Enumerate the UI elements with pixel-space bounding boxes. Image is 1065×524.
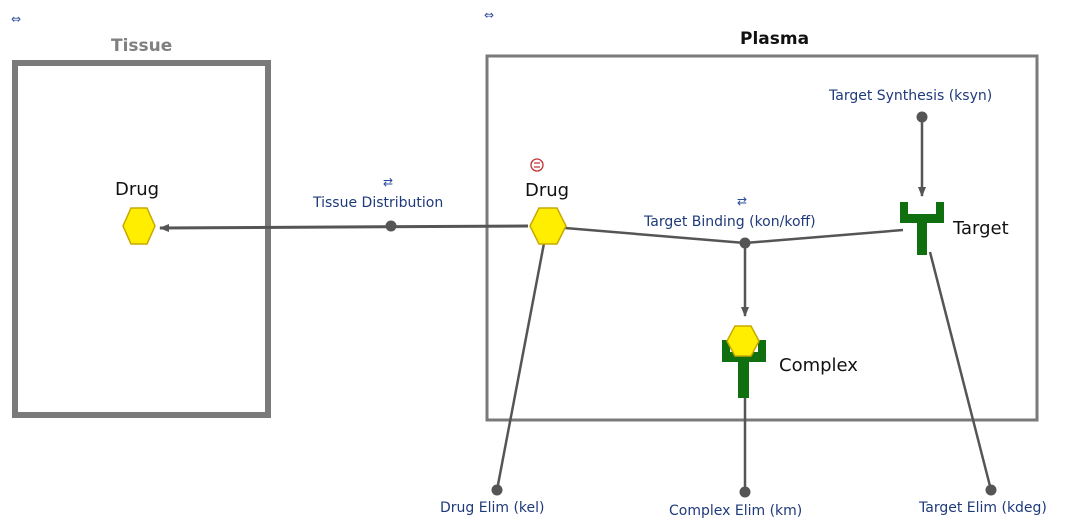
tissue-distribution-reversible-icon: ⇄: [383, 175, 394, 189]
complex-elim-label: Complex Elim (km): [669, 503, 803, 519]
target-to-binding-line: [744, 228, 904, 245]
drug-elim-line: [495, 237, 547, 491]
complex-label: Complex: [779, 355, 858, 376]
target-synthesis-node[interactable]: [916, 111, 928, 123]
dose-icon[interactable]: [530, 158, 544, 172]
target-elim-line: [928, 251, 993, 491]
drug-elim-label: Drug Elim (kel): [440, 500, 545, 516]
tissue-link-icon[interactable]: ⇔: [11, 12, 22, 26]
complex-receptor-icon[interactable]: [722, 340, 766, 398]
target-label: Target: [953, 218, 1009, 239]
target-elim-node[interactable]: [985, 484, 997, 496]
target-elim-label: Target Elim (kdeg): [919, 500, 1047, 516]
tissue-compartment[interactable]: [12, 60, 271, 418]
plasma-drug-icon[interactable]: [529, 207, 567, 245]
target-binding-label: Target Binding (kon/koff): [644, 214, 816, 230]
tissue-drug-label: Drug: [115, 179, 160, 200]
tissue-drug-icon[interactable]: [122, 207, 156, 245]
plasma-drug-label: Drug: [525, 180, 570, 201]
tissue-distribution-line: [159, 223, 529, 232]
drug-elim-node[interactable]: [491, 484, 503, 496]
plasma-compartment[interactable]: [485, 54, 1039, 422]
target-binding-reversible-icon: ⇄: [737, 194, 748, 208]
tissue-title: Tissue: [111, 36, 173, 56]
drug-to-binding-line: [564, 226, 746, 245]
complex-elim-node[interactable]: [739, 486, 751, 498]
tissue-distribution-node[interactable]: [385, 220, 397, 232]
plasma-title: Plasma: [740, 29, 810, 49]
target-binding-node[interactable]: [739, 237, 751, 249]
complex-drug-icon: [726, 325, 760, 357]
tissue-distribution-label: Tissue Distribution: [313, 195, 444, 211]
target-receptor-icon[interactable]: [900, 202, 944, 255]
target-synthesis-label: Target Synthesis (ksyn): [829, 88, 993, 104]
plasma-link-icon[interactable]: ⇔: [484, 8, 495, 22]
